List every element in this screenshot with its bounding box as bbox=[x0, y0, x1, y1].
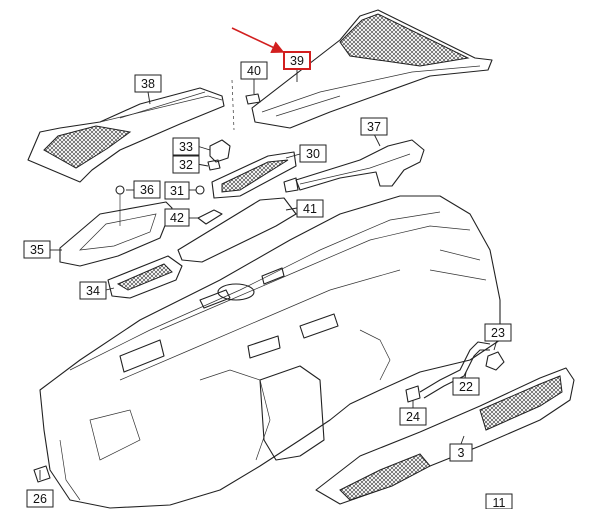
callout-label: 38 bbox=[141, 77, 155, 91]
callout-label: 42 bbox=[170, 211, 184, 225]
callout-33: 33 bbox=[172, 137, 200, 156]
callout-39: 39 bbox=[283, 51, 311, 70]
callout-label: 11 bbox=[493, 496, 506, 509]
part-39-cowl-panel-right bbox=[251, 9, 493, 129]
callout-36: 36 bbox=[133, 180, 161, 199]
callout-32: 32 bbox=[172, 155, 200, 174]
callout-22: 22 bbox=[452, 377, 480, 396]
callout-34: 34 bbox=[79, 281, 107, 300]
part-34-vent bbox=[107, 255, 183, 299]
callout-40: 40 bbox=[240, 61, 268, 80]
callout-label: 33 bbox=[179, 140, 193, 154]
callout-label: 36 bbox=[140, 183, 154, 197]
part-3-vent-strip bbox=[315, 367, 575, 505]
part-24-connector bbox=[405, 385, 421, 403]
callout-label: 3 bbox=[458, 446, 465, 460]
callout-label: 41 bbox=[303, 202, 317, 216]
callout-41: 41 bbox=[296, 199, 324, 218]
callout-label: 40 bbox=[247, 64, 261, 78]
callout-38: 38 bbox=[134, 74, 162, 93]
part-26-connector bbox=[33, 465, 51, 483]
callout-23: 23 bbox=[484, 323, 512, 342]
part-36-screw bbox=[115, 185, 125, 226]
part-grille-clip bbox=[283, 177, 299, 193]
part-33-sensor bbox=[209, 139, 231, 163]
part-41-cover bbox=[177, 197, 297, 263]
callout-label: 22 bbox=[459, 380, 473, 394]
part-22-hose bbox=[419, 341, 491, 399]
part-38-cowl-panel-left bbox=[27, 87, 225, 183]
callout-label: 24 bbox=[406, 410, 420, 424]
part-40-clip bbox=[245, 93, 261, 105]
callout-label: 23 bbox=[491, 326, 505, 340]
callout-42: 42 bbox=[164, 208, 190, 227]
callout-label: 35 bbox=[30, 243, 44, 257]
part-32-bracket bbox=[207, 159, 221, 171]
callout-24: 24 bbox=[399, 407, 427, 426]
callout-label: 30 bbox=[306, 147, 320, 161]
callout-label: 26 bbox=[33, 492, 47, 506]
callout-label: 37 bbox=[367, 120, 381, 134]
highlight-arrow bbox=[231, 27, 285, 54]
callout-31: 31 bbox=[164, 181, 190, 200]
callout-label: 32 bbox=[179, 158, 193, 172]
callout-11: 11 bbox=[485, 493, 513, 509]
callout-26: 26 bbox=[26, 489, 54, 508]
part-35-vent-housing bbox=[59, 201, 173, 267]
part-42-clip bbox=[197, 209, 223, 225]
dashboard-body bbox=[39, 195, 501, 509]
part-30-grille bbox=[211, 151, 297, 199]
callout-label: 34 bbox=[86, 284, 100, 298]
part-31-nut bbox=[195, 185, 205, 195]
callout-35: 35 bbox=[23, 240, 51, 259]
part-23-nozzle bbox=[485, 351, 505, 371]
callout-37: 37 bbox=[360, 117, 388, 136]
callout-3: 3 bbox=[449, 443, 473, 462]
part-37-trim-strip bbox=[295, 139, 425, 191]
callout-30: 30 bbox=[299, 144, 327, 163]
callout-label: 39 bbox=[290, 54, 304, 68]
callout-label: 31 bbox=[170, 184, 184, 198]
